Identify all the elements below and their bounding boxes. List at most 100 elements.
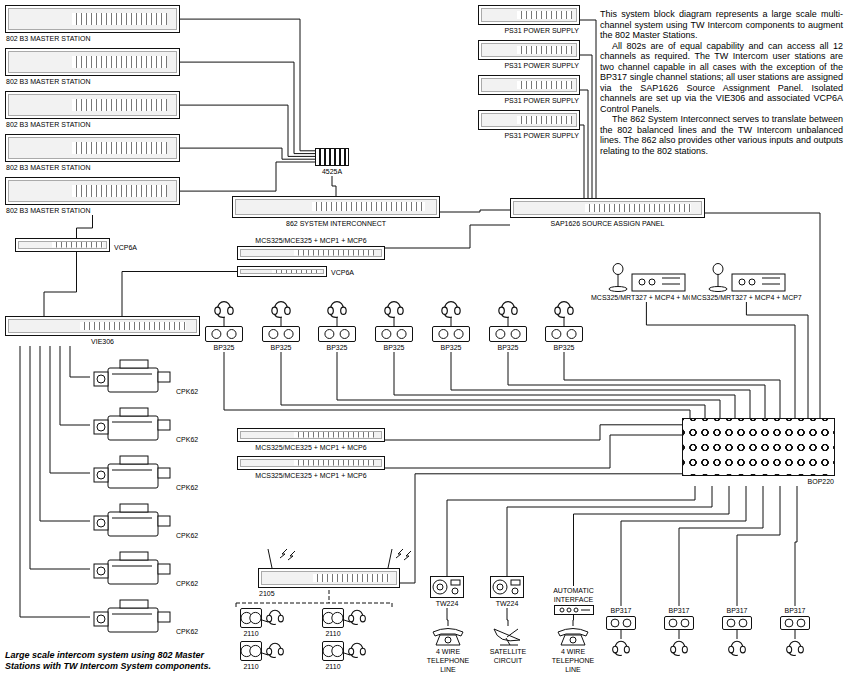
- note-paragraph: This system block diagram represents a l…: [600, 9, 843, 41]
- signal-line: [180, 62, 315, 154]
- equipment-node: VCP6A: [237, 266, 355, 277]
- dashed-line: [392, 603, 393, 608]
- camera: [90, 358, 172, 396]
- telephone-part: [433, 629, 463, 637]
- equipment-node: CPK62: [90, 598, 199, 636]
- telephone-part: [553, 626, 593, 646]
- headset: [613, 641, 630, 655]
- signal-line: [180, 19, 315, 151]
- signal-line: [60, 346, 90, 425]
- equipment-node: CPK62: [90, 502, 199, 540]
- telephone-interface-part: [431, 577, 464, 598]
- equipment-node: 802 B3 MASTER STATION: [5, 134, 180, 172]
- equipment-label: 802 B3 MASTER STATION: [5, 120, 92, 129]
- beltpack-part: [727, 619, 735, 627]
- camera-part: [94, 516, 108, 530]
- camera-part: [158, 564, 170, 574]
- signal-line: [646, 302, 795, 418]
- beltpack: [262, 326, 300, 342]
- rack-unit: [5, 48, 180, 76]
- desk-station-part: [632, 274, 685, 291]
- beltpack-part: [382, 330, 391, 339]
- camera-part: [94, 600, 170, 632]
- beltpack-part: [262, 326, 300, 342]
- headset: [385, 302, 403, 318]
- telephone-interface-part: [511, 580, 520, 585]
- telephone-interface: [490, 576, 524, 598]
- equipment-node: 802 B3 MASTER STATION: [5, 177, 180, 215]
- beltpack-part: [567, 330, 576, 339]
- equipment-label: PS31 POWER SUPPLY: [503, 96, 580, 105]
- camera-part: [108, 560, 158, 584]
- telephone-interface-part: [452, 588, 458, 594]
- beltpack-part: [263, 327, 300, 342]
- beltpack: [240, 641, 262, 661]
- equipment-node: MCS325/MCE325 + MCP1 + MCP6: [237, 456, 385, 480]
- beltpack-part: [375, 326, 413, 342]
- equipment-label: BP325: [382, 343, 405, 352]
- interface-box-part: [554, 606, 593, 615]
- headset-cord: [224, 318, 225, 326]
- camera: [90, 550, 172, 588]
- equipment-label: PS31 POWER SUPPLY: [503, 131, 580, 140]
- telephone-part: [445, 637, 451, 643]
- equipment-node: 802 B3 MASTER STATION: [5, 5, 180, 43]
- signal-line: [580, 20, 596, 198]
- beltpack: [432, 326, 470, 342]
- equipment-node: MCS325/MRT327 + MCP4 + MCP7: [590, 262, 703, 302]
- headset-cord: [394, 318, 395, 326]
- equipment-label: TW224: [495, 599, 520, 608]
- interface-box-part: [567, 608, 571, 612]
- beltpack-part: [739, 619, 747, 627]
- beltpack: [780, 616, 810, 630]
- telephone-interface-part: [491, 577, 524, 598]
- beltpack-part: [433, 327, 470, 342]
- equipment-node: BP325: [489, 326, 527, 352]
- camera-part: [112, 614, 152, 615]
- satellite-dish-part: [506, 638, 510, 645]
- equipment-node: TW224: [430, 576, 464, 608]
- beltpack-part: [496, 330, 505, 339]
- equipment-node: 862 SYSTEM INTERCONNECT: [232, 196, 440, 228]
- beltpack: [489, 326, 527, 342]
- camera-part: [120, 600, 148, 608]
- beltpack-part: [250, 612, 261, 623]
- camera-part: [112, 422, 152, 423]
- telephone-interface: [430, 576, 464, 598]
- beltpack: [722, 616, 752, 630]
- equipment-node: BP325: [545, 326, 583, 352]
- equipment-node: PS31 POWER SUPPLY: [478, 110, 580, 140]
- equipment-node: VCP6A: [15, 238, 138, 252]
- beltpack-part: [785, 619, 793, 627]
- telephone-interface-part: [451, 580, 460, 585]
- equipment-label: CPK62: [175, 627, 199, 636]
- equipment-label: TW224: [435, 599, 460, 608]
- rack-unit: [237, 428, 385, 442]
- interface-box-part: [554, 605, 594, 615]
- radio-bolt: [280, 549, 287, 558]
- equipment-label: BP325: [439, 343, 462, 352]
- beltpack-part: [376, 327, 413, 342]
- beltpack-part: [665, 617, 694, 630]
- camera-part: [97, 519, 105, 527]
- signal-line: [180, 162, 315, 191]
- rack-unit: [510, 198, 705, 218]
- headset-cord: [281, 318, 282, 326]
- description-text: This system block diagram represents a l…: [600, 9, 843, 156]
- camera: [90, 454, 172, 492]
- signal-line: [385, 435, 682, 468]
- equipment-node: BOP220: [682, 418, 835, 486]
- beltpack-part: [781, 617, 810, 630]
- camera-part: [108, 416, 158, 440]
- beltpack-part: [722, 616, 752, 630]
- signal-line: [20, 346, 90, 617]
- desk-station-part: [732, 274, 785, 291]
- beltpack: [322, 608, 344, 628]
- rack-unit: [237, 246, 385, 260]
- desk-station-part: [762, 284, 780, 285]
- beltpack-part: [489, 326, 527, 342]
- signal-line: [400, 474, 682, 583]
- headset-cord: [451, 318, 452, 326]
- beltpack-part: [546, 327, 583, 342]
- beltpack: [240, 608, 262, 628]
